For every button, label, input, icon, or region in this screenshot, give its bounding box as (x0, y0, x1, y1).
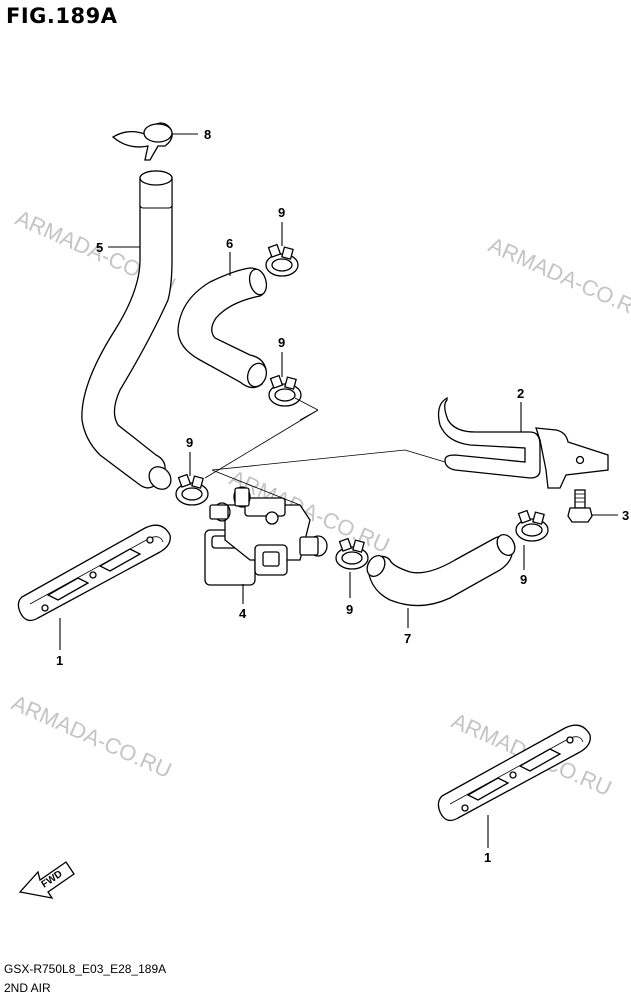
callout-9: 9 (346, 602, 353, 617)
callout-6: 6 (226, 236, 233, 251)
clamp-part-9-d (335, 537, 369, 598)
fwd-direction-arrow: FWD (18, 861, 75, 899)
clamp-part-9-c (175, 452, 209, 506)
drawing-code: GSX-R750L8_E03_E28_189A (4, 962, 167, 976)
clamp-part-9-b (268, 352, 302, 407)
cover-plate-part-1-left (17, 524, 171, 650)
cap-part-8 (111, 122, 198, 161)
clamp-part-9-e (515, 509, 549, 570)
hose-part-6 (177, 252, 268, 389)
clamp-part-9-a (265, 222, 299, 277)
callout-9: 9 (278, 205, 285, 220)
callout-8: 8 (204, 127, 211, 142)
callout-9: 9 (278, 335, 285, 350)
figure-title: FIG.189A (6, 4, 118, 28)
hose-part-5 (81, 170, 173, 490)
callout-4: 4 (239, 606, 247, 621)
callout-7: 7 (404, 631, 411, 646)
callout-1: 1 (56, 653, 63, 668)
pipe-part-2 (437, 396, 609, 489)
valve-part-4 (204, 486, 328, 604)
hose-part-7 (366, 534, 516, 628)
section-title: 2ND AIR (4, 981, 51, 995)
callout-9: 9 (520, 572, 527, 587)
callout-1: 1 (484, 850, 491, 865)
callout-2: 2 (517, 386, 524, 401)
callout-5: 5 (96, 240, 103, 255)
callout-9: 9 (186, 435, 193, 450)
cover-plate-part-1-right (437, 724, 591, 848)
callout-3: 3 (622, 508, 629, 523)
bolt-part-3 (567, 489, 618, 523)
